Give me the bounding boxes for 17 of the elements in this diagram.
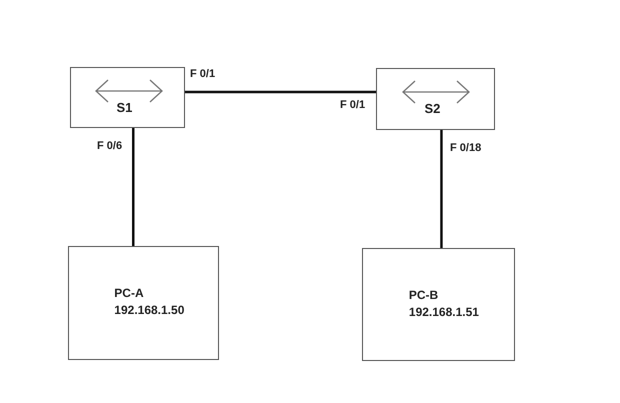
pc-name: PC-A [114,285,145,302]
ip-address: 192.168.1.51 [408,304,479,321]
port-label: F 0/6 [97,139,122,154]
pc-box [362,248,515,361]
port-label: F 0/18 [450,141,482,156]
network-link [440,130,443,248]
pc-box [68,246,219,360]
pc-name: PC-B [408,287,440,304]
port-label: F 0/1 [340,98,366,113]
switch-box [70,67,185,128]
switch-box [376,68,495,130]
network-link [132,128,134,246]
ip-address: 192.168.1.50 [114,302,184,319]
port-label: F 0/1 [190,67,216,82]
network-link [185,90,376,94]
switch-label: S2 [424,100,440,118]
switch-label: S1 [116,99,132,117]
